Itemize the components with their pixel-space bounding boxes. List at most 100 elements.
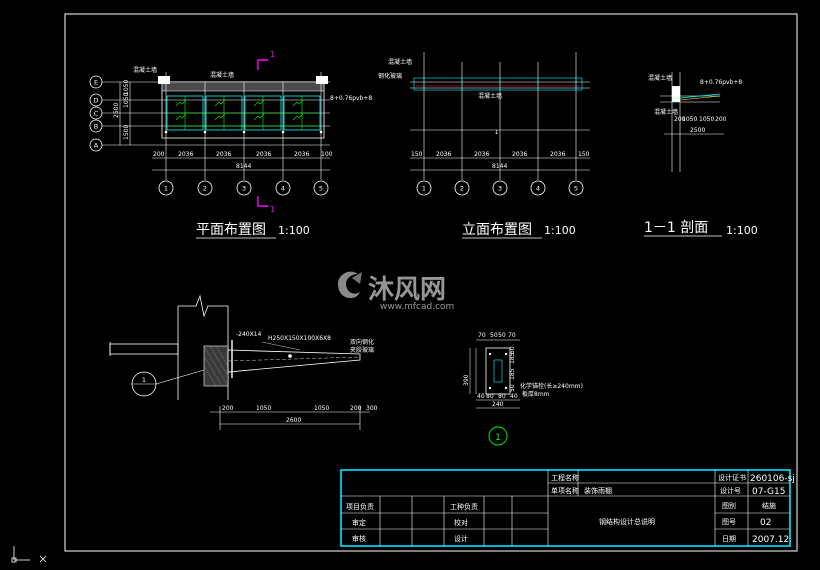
plan-cut-mark-top: 1 [270, 50, 275, 59]
tb-role-right-1: 校对 [454, 518, 468, 527]
tb-date-label: 日期 [722, 535, 736, 543]
title-block: 工程名称 单项名称 装饰雨棚 钢结构设计总说明 设计证书 260106-sj 设… [340, 469, 795, 547]
plan-bay-dim-2: 2036 [216, 151, 231, 158]
plan-total-dim: 8144 [236, 163, 251, 170]
plan-note-right: 8+0.76pvb+8 [330, 95, 372, 102]
detail-dim-4: 300 [366, 405, 378, 412]
tb-role-left-2: 审核 [352, 534, 366, 543]
section-note-mid: 混凝土墙 [654, 108, 678, 116]
detail-dim-2: 1050 [314, 405, 329, 412]
tb-drawing-no-label: 图号 [722, 518, 736, 526]
elev-col-axis-1: 1 [422, 185, 426, 193]
plan-view: E D C B A 2500 1500 1050 1050 [89, 50, 372, 239]
plate-bottom-dim-0: 40 [477, 393, 485, 400]
watermark: 沐风网 www.mfcad.com [338, 271, 454, 312]
detail-dim-1: 1050 [256, 405, 271, 412]
plan-note-wall: 混凝土墙 [133, 66, 157, 74]
tb-date: 2007.12 [752, 535, 789, 545]
plan-bay-dim-3: 2036 [256, 151, 271, 158]
elevation-view: 混凝土墙 钢化玻璃 混凝土墙 ↓ 150 2036 2036 2036 2036… [378, 52, 590, 239]
plate-side-dim-4: 50 [509, 346, 516, 354]
detail-total-dim: 2600 [286, 417, 301, 424]
section-scale: 1:100 [726, 224, 758, 237]
elev-bay-dim-4: 2036 [550, 151, 565, 158]
elev-col-axis-3: 3 [498, 185, 502, 193]
plan-left-dim-total: 2500 [113, 103, 120, 118]
row-axis-c: C [94, 110, 99, 118]
elev-bay-dim-1: 2036 [436, 151, 451, 158]
tb-role-right-2: 设计 [454, 534, 468, 543]
plan-bay-dim-0: 200 [153, 151, 165, 158]
section-title: 1－1 剖面 [644, 220, 708, 236]
plate-callout-number: 1 [495, 433, 501, 443]
tb-role-right-0: 工种负责 [450, 502, 478, 511]
plan-bay-dim-5: 100 [321, 151, 333, 158]
plate-bottom-total: 240 [492, 401, 504, 408]
elev-bay-dim-5: 150 [578, 151, 590, 158]
tb-drawing-cat: 结施 [762, 501, 776, 510]
watermark-logo-icon [338, 271, 362, 299]
elev-col-axis-5: 5 [574, 185, 578, 193]
tb-drawing-cat-label: 图别 [722, 501, 736, 510]
plate-side-dim-1: 50 [509, 384, 516, 392]
plan-col-axis-3: 3 [242, 185, 246, 193]
tb-item-name-label: 单项名称 [551, 486, 579, 495]
tb-drawing-no: 02 [760, 518, 771, 528]
beam-note-2: 夹胶玻璃 [350, 346, 374, 354]
row-axis-a: A [94, 142, 99, 150]
row-axis-d: D [93, 97, 98, 105]
plate-side-dim-0: 390 [463, 374, 470, 386]
plate-note-1: 化学锚栓(长≥240mm) [520, 382, 583, 390]
row-axis-e: E [94, 79, 98, 87]
plan-note-top: 混凝土墙 [210, 71, 234, 79]
section-note-wall: 混凝土墙 [648, 74, 672, 82]
plate-note-2: 板厚8mm [522, 390, 550, 398]
tb-drawing-title: 钢结构设计总说明 [599, 517, 655, 526]
detail-dim-3: 200 [350, 405, 362, 412]
section-note-glass: 8+0.76pvb+8 [700, 79, 742, 86]
plate-label: -240X14 [236, 331, 262, 338]
elev-col-axis-2: 2 [460, 185, 464, 193]
plan-left-dim-3: 1050 [123, 80, 130, 95]
plate-top-dim-0: 70 [478, 332, 486, 339]
tb-cert-value: 260106-sj [750, 474, 795, 484]
plan-col-axis-5: 5 [319, 185, 323, 193]
plate-top-dim-2: 50 [498, 332, 506, 339]
plan-left-dim-1: 1500 [123, 125, 130, 140]
tb-role-left-1: 审定 [352, 518, 366, 527]
elevation-title: 立面布置图 [462, 222, 532, 238]
tb-project-name-label: 工程名称 [551, 473, 579, 482]
watermark-url: www.mfcad.com [380, 302, 454, 312]
plate-side-dim-3: 185 [509, 352, 516, 364]
watermark-brand: 沐风网 [368, 275, 446, 305]
elevation-scale: 1:100 [544, 224, 576, 237]
tb-design-no: 07-G15 [752, 487, 785, 497]
section-dim-2: 1050 [699, 116, 714, 123]
section-dim-0: 200 [674, 116, 686, 123]
beam-callout-number: 1 [142, 376, 146, 384]
plan-col-axis-2: 2 [203, 185, 207, 193]
section-dim-1: 1050 [682, 116, 697, 123]
elev-bay-dim-0: 150 [411, 151, 423, 158]
elev-note-mid: 混凝土墙 [478, 92, 502, 100]
tb-cert-label: 设计证书 [718, 473, 746, 482]
elev-bay-dim-2: 2036 [474, 151, 489, 158]
elev-total-dim: 8144 [492, 163, 507, 170]
plan-bay-dim-4: 2036 [294, 151, 309, 158]
elev-col-axis-4: 4 [536, 185, 540, 193]
plate-bottom-dim-2: 80 [498, 393, 506, 400]
beam-note-1: 双向钢化 [350, 338, 374, 346]
section-dim-3: 200 [715, 116, 727, 123]
plate-side-dim-2: 185 [509, 368, 516, 380]
ucs-icon [11, 546, 47, 563]
plate-detail: 70 50 50 70 390 50 185 185 50 40 80 80 4… [463, 332, 583, 446]
elev-bay-dim-3: 2036 [512, 151, 527, 158]
tb-design-no-label: 设计号 [720, 486, 741, 495]
plate-bottom-dim-1: 80 [486, 393, 494, 400]
plan-bay-dim-1: 2036 [178, 151, 193, 158]
plan-cut-mark-bottom: 1 [270, 205, 275, 214]
section-view: 混凝土墙 8+0.76pvb+8 混凝土墙 200 1050 1050 200 … [644, 72, 758, 237]
detail-dim-0: 200 [222, 405, 234, 412]
plan-title: 平面布置图 [196, 222, 266, 238]
